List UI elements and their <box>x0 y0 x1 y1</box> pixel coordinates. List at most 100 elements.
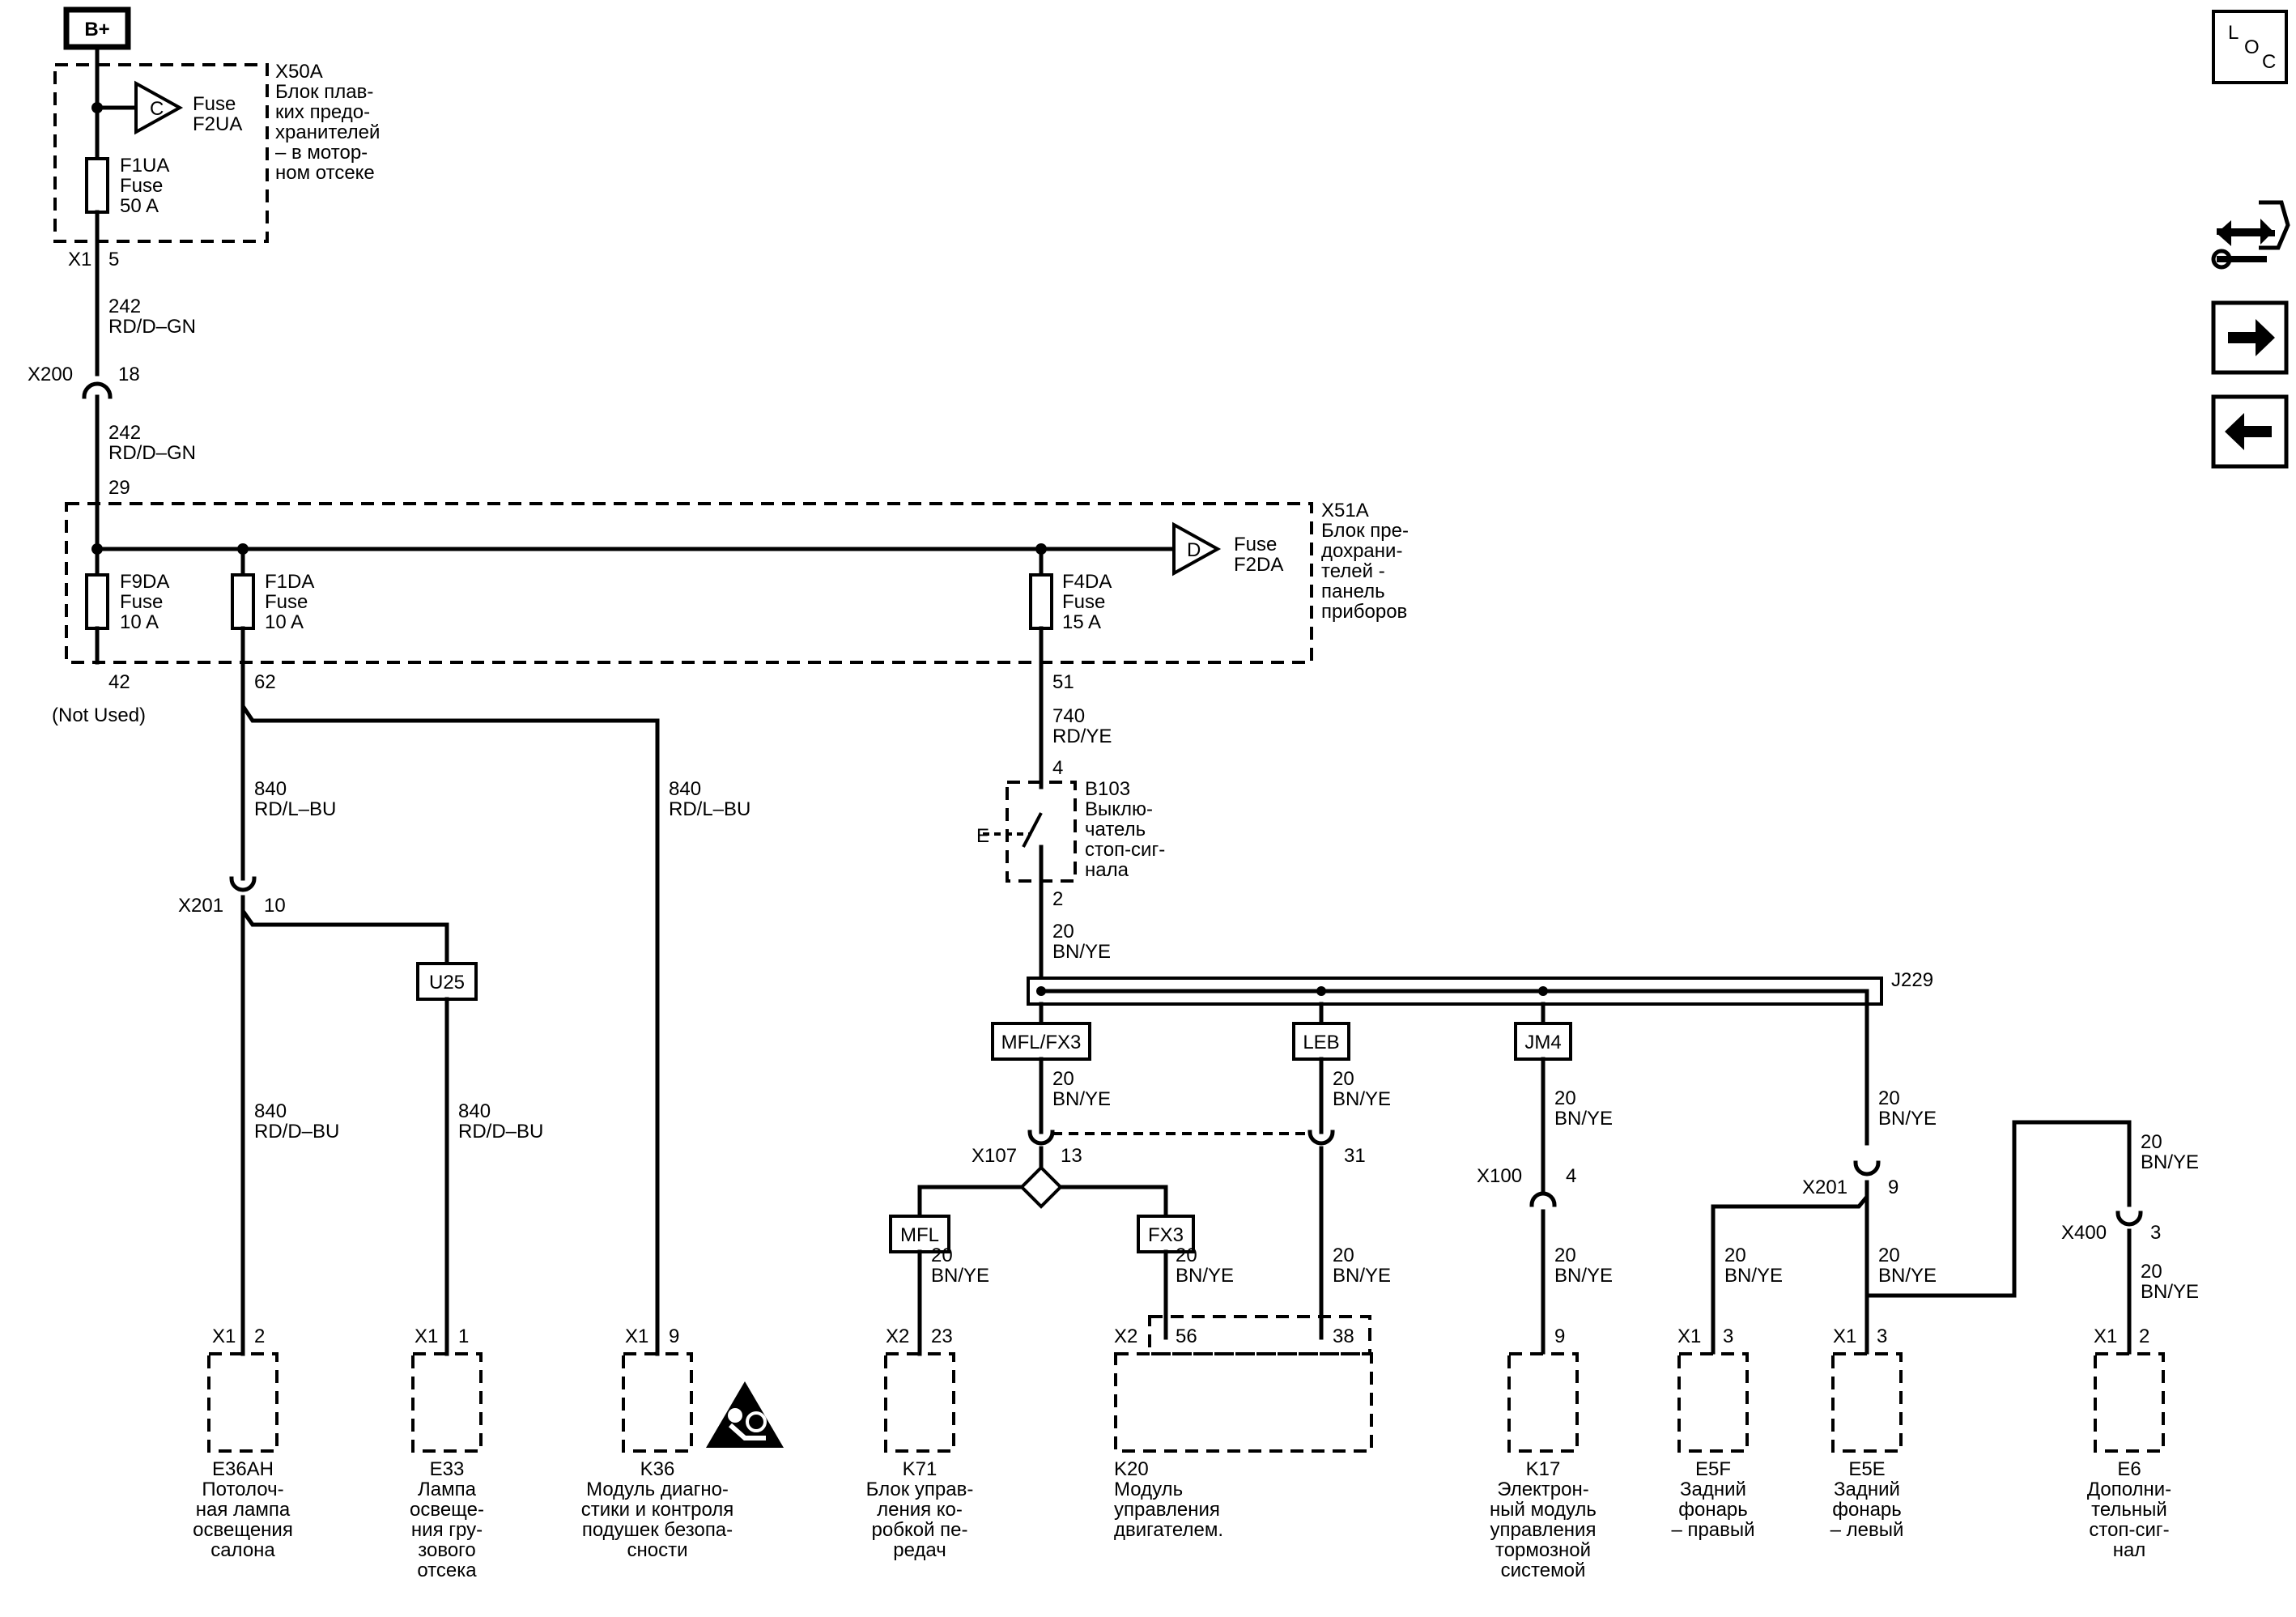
wire-number: 20 <box>1878 1245 1900 1266</box>
wire-number: 20 <box>1052 1068 1074 1090</box>
component-desc-line: нал <box>2113 1539 2146 1561</box>
component-desc-line: ная лампа <box>196 1499 291 1521</box>
wire-color: BN/YE <box>2141 1151 2199 1173</box>
pin-label: 9 <box>1554 1326 1565 1347</box>
component-desc-line: Задний <box>1834 1479 1900 1500</box>
x51a-desc-line: Блок пре- <box>1321 520 1409 542</box>
wire-to-mfl <box>917 1185 1024 1219</box>
connector-x400-icon <box>2115 1211 2143 1227</box>
component-box <box>884 1352 955 1453</box>
x50a-desc-line: – в мотор- <box>275 142 368 164</box>
f1ua-label: 50 A <box>120 195 159 217</box>
wire-number: 20 <box>931 1245 953 1266</box>
f9da-label: F9DA <box>120 571 169 593</box>
component-desc-line: зового <box>418 1539 475 1561</box>
wire-color: RD/L–BU <box>254 798 336 820</box>
loc-letter-l: L <box>2228 22 2239 44</box>
component-k17: 9 K17 Электрон- ный модуль управления то… <box>1490 1326 1597 1581</box>
option-mfl-fx3-label: MFL/FX3 <box>1001 1032 1082 1053</box>
component-desc-line: Электрон- <box>1497 1479 1589 1500</box>
next-page-button[interactable] <box>2211 300 2289 375</box>
component-desc-line: редач <box>893 1539 946 1561</box>
component-name: K71 <box>903 1458 938 1480</box>
connector-x201-rear-icon <box>1853 1160 1881 1177</box>
component-desc-line: стики и контроля <box>581 1499 734 1521</box>
b103-desc-line: Выклю- <box>1085 798 1153 820</box>
connector-label: X1 <box>2094 1326 2117 1347</box>
component-desc-line: ления ко- <box>877 1499 963 1521</box>
connector-wrench-icon[interactable] <box>2211 200 2290 270</box>
component-desc-line: управления <box>1114 1499 1220 1521</box>
connector-x400-label: X400 <box>2061 1222 2107 1244</box>
component-box <box>622 1352 693 1453</box>
f1ua-label: Fuse <box>120 175 163 197</box>
component-desc-line: Модуль диагно- <box>586 1479 729 1500</box>
pin-label: 3 <box>1723 1326 1733 1347</box>
supply-label: B+ <box>84 19 109 40</box>
x51a-desc-line: приборов <box>1321 601 1407 623</box>
x50a-desc-line: ном отсеке <box>275 162 375 184</box>
wire-color: BN/YE <box>1724 1265 1783 1287</box>
pin-label: 18 <box>118 364 140 385</box>
pin-label: 1 <box>458 1326 469 1347</box>
component-desc-line: системой <box>1501 1560 1586 1581</box>
fuse-f1ua-icon <box>85 157 109 214</box>
f9da-label: Fuse <box>120 591 163 613</box>
wire-number: 20 <box>1052 921 1074 943</box>
component-desc-line: подушек безопа- <box>582 1519 733 1541</box>
wire-number: 20 <box>2141 1261 2162 1283</box>
location-view-button[interactable]: L O C <box>2212 10 2288 84</box>
switch-contact-icon <box>1022 812 1043 848</box>
x51a-desc-line: дохрани- <box>1321 540 1402 562</box>
component-e6: X1 2 E6 Дополни- тельный стоп-сиг- нал <box>2087 1326 2171 1561</box>
pin-label: 2 <box>2139 1326 2149 1347</box>
wire-number: 20 <box>1554 1087 1576 1109</box>
pin-label: 4 <box>1566 1165 1576 1187</box>
connector-x201-label: X201 <box>178 895 223 917</box>
wire-number: 20 <box>1176 1245 1197 1266</box>
wire-number: 840 <box>254 778 287 800</box>
fuse-f9da-icon <box>85 573 109 630</box>
component-desc-line: ный модуль <box>1490 1499 1597 1521</box>
component-desc-line: Блок управ- <box>866 1479 974 1500</box>
airbag-warning-icon <box>706 1381 784 1448</box>
component-desc-line: отсека <box>417 1560 477 1581</box>
fuse-c-name: F2UA <box>193 113 242 135</box>
splice-dot <box>1036 986 1046 996</box>
option-fx3-box <box>1137 1215 1195 1253</box>
pin-label: 56 <box>1176 1326 1197 1347</box>
wire-number: 20 <box>1724 1245 1746 1266</box>
x51a-desc-line: телей - <box>1321 560 1385 582</box>
wire-color: BN/YE <box>931 1265 989 1287</box>
wire-color: BN/YE <box>1554 1265 1613 1287</box>
connector-label: X1 <box>415 1326 438 1347</box>
wire-number: 20 <box>1554 1245 1576 1266</box>
wire-color: RD/D–BU <box>254 1121 339 1143</box>
connector-label: X1 <box>1833 1326 1856 1347</box>
component-name: K17 <box>1526 1458 1561 1480</box>
option-leb-label: LEB <box>1303 1032 1339 1053</box>
f4da-label: Fuse <box>1062 591 1105 613</box>
component-k71: X2 23 K71 Блок управ- ления ко- робкой п… <box>866 1326 974 1561</box>
fuse-block-x50a <box>53 63 269 243</box>
wire-color: BN/YE <box>1554 1108 1613 1130</box>
wire-color: BN/YE <box>1878 1108 1937 1130</box>
f1da-label: Fuse <box>265 591 308 613</box>
component-box <box>1114 1352 1373 1453</box>
previous-page-button[interactable] <box>2211 394 2289 469</box>
connector-x200-label: X200 <box>28 364 73 385</box>
component-desc-line: фонарь <box>1832 1499 1902 1521</box>
component-desc-line: робкой пе- <box>872 1519 968 1541</box>
loc-letter-c: C <box>2262 51 2276 73</box>
arrow-right-icon <box>2228 319 2275 356</box>
switch-letter: E <box>976 825 989 847</box>
wire-color: BN/YE <box>1333 1265 1391 1287</box>
component-desc-line: Потолоч- <box>202 1479 283 1500</box>
wire-color: RD/D–GN <box>108 316 196 338</box>
option-mfl-fx3-box <box>991 1022 1091 1061</box>
fuse-d-letter: D <box>1187 539 1201 561</box>
component-k36: X1 9 K36 Модуль диагно- стики и контроля… <box>581 1326 784 1561</box>
component-desc-line: – правый <box>1671 1519 1754 1541</box>
pin-label: 4 <box>1052 757 1063 779</box>
component-desc-line: Задний <box>1680 1479 1746 1500</box>
